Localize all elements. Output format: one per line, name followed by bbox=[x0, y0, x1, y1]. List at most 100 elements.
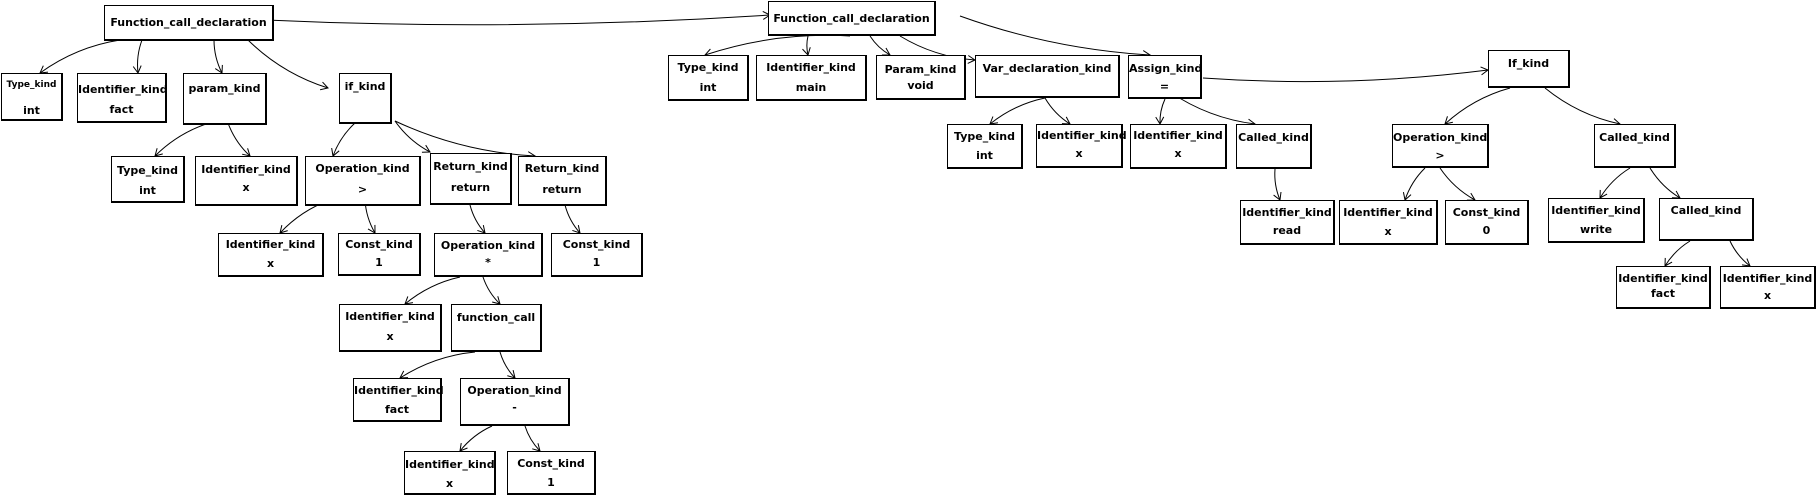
node-label: Operation_kind bbox=[315, 162, 410, 175]
node-const-kind-0: Const_kind 0 bbox=[1445, 200, 1529, 245]
node-label: Identifier_kind bbox=[201, 163, 291, 176]
tree-edge-arrow bbox=[394, 120, 537, 161]
node-type-kind-int: Type_kind int bbox=[1, 73, 63, 121]
tree-edge-arrow bbox=[869, 35, 891, 56]
node-if-kind: If_kind bbox=[1488, 50, 1570, 88]
tree-edge-arrow bbox=[265, 11, 772, 26]
node-label: Identifier_kind bbox=[1242, 206, 1332, 219]
tree-edge-arrow bbox=[394, 120, 431, 153]
tree-edge-arrow bbox=[459, 425, 493, 452]
node-identifier-kind-x: Identifier_kind x bbox=[404, 451, 496, 495]
node-identifier-kind-write: Identifier_kind write bbox=[1548, 198, 1645, 243]
node-operation-kind-minus: Operation_kind - bbox=[460, 378, 570, 426]
node-value: read bbox=[1272, 224, 1302, 237]
node-value: return bbox=[542, 183, 582, 196]
tree-edge-arrow bbox=[331, 122, 356, 157]
node-label: Type_kind bbox=[954, 130, 1015, 143]
node-value: > bbox=[1435, 149, 1445, 162]
node-called-kind: Called_kind bbox=[1594, 124, 1676, 168]
node-value: x bbox=[1174, 147, 1182, 160]
node-label: Called_kind bbox=[1670, 204, 1742, 217]
node-value: main bbox=[795, 81, 827, 94]
node-label: if_kind bbox=[344, 80, 386, 93]
node-label: If_kind bbox=[1507, 57, 1550, 70]
tree-edge-arrow bbox=[213, 39, 223, 74]
node-label: Called_kind bbox=[1238, 131, 1309, 144]
node-label: Called_kind bbox=[1599, 131, 1670, 144]
node-operation-kind-gt: Operation_kind > bbox=[1392, 124, 1489, 168]
node-return-kind: Return_kind return bbox=[430, 153, 512, 205]
node-label: Identifier_kind bbox=[354, 384, 444, 397]
node-label: Operation_kind bbox=[1393, 131, 1488, 144]
tree-edge-arrow bbox=[1402, 167, 1426, 201]
tree-edge-arrow bbox=[802, 35, 811, 56]
node-value: int bbox=[23, 104, 40, 117]
node-operation-kind-mul: Operation_kind * bbox=[434, 233, 543, 277]
tree-edge-arrow bbox=[524, 425, 541, 452]
node-label: Identifier_kind bbox=[1343, 206, 1433, 219]
node-value: x bbox=[242, 181, 250, 194]
node-identifier-kind-fact: Identifier_kind fact bbox=[1616, 266, 1711, 309]
node-identifier-kind-read: Identifier_kind read bbox=[1240, 200, 1335, 245]
node-label: param_kind bbox=[188, 82, 261, 95]
node-identifier-kind-x: Identifier_kind x bbox=[339, 304, 442, 352]
node-value: 1 bbox=[592, 256, 601, 269]
node-label: Identifier_kind bbox=[1551, 204, 1641, 217]
tree-edge-arrow bbox=[1729, 240, 1751, 267]
tree-edge-arrow bbox=[959, 15, 1152, 60]
tree-edge-arrow bbox=[404, 276, 461, 305]
node-label: Return_kind bbox=[433, 160, 508, 173]
tree-edge-arrow bbox=[704, 34, 851, 58]
tree-edge-arrow bbox=[1664, 240, 1691, 267]
node-value: void bbox=[907, 79, 934, 92]
node-var-declaration-kind: Var_declaration_kind bbox=[975, 55, 1120, 98]
node-value: * bbox=[485, 256, 491, 269]
node-label: Identifier_kind bbox=[78, 83, 168, 96]
node-label: Const_kind bbox=[345, 238, 413, 251]
node-label: Function_call_declaration bbox=[110, 16, 267, 29]
node-label: function_call bbox=[456, 311, 536, 324]
node-label: Const_kind bbox=[517, 457, 585, 470]
tree-edge-arrow bbox=[499, 351, 516, 379]
node-label: Identifier_kind bbox=[225, 238, 316, 251]
tree-edge-arrow bbox=[154, 122, 210, 157]
tree-edge-arrow bbox=[1202, 66, 1489, 83]
tree-edge-arrow bbox=[132, 39, 143, 75]
node-label: Identifier_kind bbox=[1037, 129, 1127, 142]
node-called-kind: Called_kind bbox=[1659, 198, 1754, 241]
node-const-kind-1: Const_kind 1 bbox=[507, 451, 596, 495]
node-identifier-kind-x: Identifier_kind x bbox=[1130, 124, 1227, 169]
node-label: Operation_kind bbox=[440, 239, 536, 252]
node-function-call-declaration-main: Function_call_declaration bbox=[768, 1, 936, 36]
node-value: x bbox=[1384, 225, 1392, 238]
node-value: 1 bbox=[547, 476, 555, 489]
node-label: Const_kind bbox=[1452, 206, 1521, 219]
node-type-kind-int: Type_kind int bbox=[947, 124, 1023, 169]
node-identifier-kind-x: Identifier_kind x bbox=[1036, 124, 1127, 168]
node-value: int bbox=[699, 81, 717, 94]
node-function-call-declaration-fact: Function_call_declaration bbox=[104, 5, 274, 41]
tree-edge-arrow bbox=[1444, 87, 1511, 125]
node-operation-kind-gt: Operation_kind > bbox=[305, 156, 421, 206]
node-identifier-kind-fact: Identifier_kind fact bbox=[77, 73, 168, 123]
node-label: Return_kind bbox=[524, 162, 600, 175]
tree-edge-arrow bbox=[989, 97, 1046, 125]
node-type-kind-int: Type_kind int bbox=[111, 156, 185, 203]
node-label: Operation_kind bbox=[467, 384, 562, 397]
node-label: Assign_kind bbox=[1129, 62, 1203, 75]
tree-edge-arrow bbox=[482, 276, 501, 305]
node-value: > bbox=[357, 183, 368, 196]
tree-edge-arrow bbox=[1044, 97, 1071, 125]
tree-edge-arrow bbox=[1649, 167, 1681, 199]
tree-edge-arrow bbox=[1273, 168, 1282, 201]
node-const-kind-1: Const_kind 1 bbox=[338, 233, 421, 276]
node-value: x bbox=[386, 330, 394, 343]
node-assign-kind: Assign_kind = bbox=[1128, 55, 1202, 99]
node-label: Identifier_kind bbox=[1722, 272, 1813, 285]
node-value: int bbox=[976, 149, 993, 162]
node-label: Identifier_kind bbox=[1133, 129, 1223, 142]
node-label: Var_declaration_kind bbox=[982, 62, 1112, 75]
node-value: x bbox=[1075, 147, 1083, 160]
